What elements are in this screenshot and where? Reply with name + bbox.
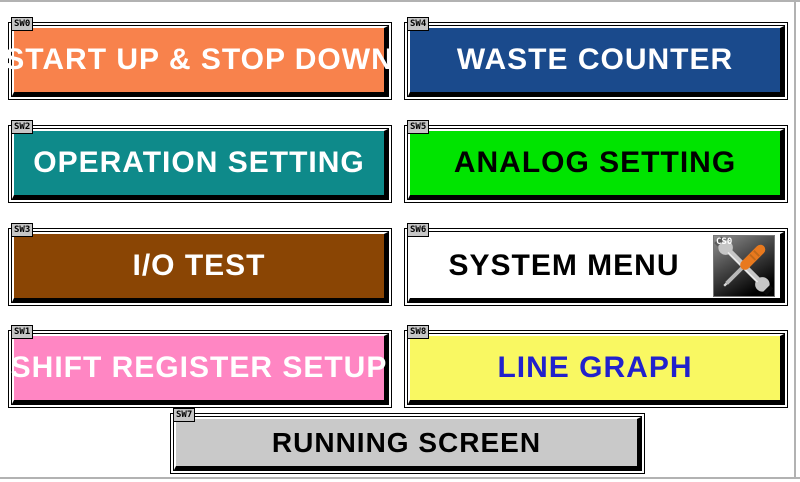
operation-setting-button[interactable]: SW2 OPERATION SETTING (8, 120, 392, 203)
switch-tag-sw1: SW1 (11, 325, 34, 339)
button-label: RUNNING SCREEN (271, 426, 542, 458)
icon-tag-cs0: CS0 (716, 237, 733, 247)
button-face: WASTE COUNTER (408, 26, 784, 96)
analog-setting-button[interactable]: SW5 ANALOG SETTING (404, 120, 788, 203)
button-label: LINE GRAPH (497, 351, 693, 384)
window-edge-top (0, 0, 800, 2)
switch-tag-sw0: SW0 (11, 17, 34, 31)
button-face: ANALOG SETTING (408, 129, 784, 199)
running-screen-button[interactable]: SW7 RUNNING SCREEN (170, 408, 645, 474)
button-border: RUNNING SCREEN (173, 416, 642, 471)
button-border: ANALOG SETTING (407, 128, 785, 200)
crossed-wrench-screwdriver-icon: CS0 (713, 235, 775, 297)
button-label: START UP & STOP DOWN (4, 43, 394, 76)
button-border: OPERATION SETTING (11, 128, 389, 200)
window-edge-right (794, 2, 796, 477)
window-edge-bottom (0, 477, 800, 479)
button-face: OPERATION SETTING (12, 129, 388, 199)
waste-counter-button[interactable]: SW4 WASTE COUNTER (404, 17, 788, 100)
button-border: START UP & STOP DOWN (4, 25, 393, 97)
switch-tag-sw7: SW7 (173, 408, 196, 422)
switch-tag-sw5: SW5 (407, 120, 430, 134)
button-border: SHIFT REGISTER SETUP (11, 333, 389, 405)
switch-tag-sw6: SW6 (407, 223, 430, 237)
io-test-button[interactable]: SW3 I/O TEST (8, 223, 392, 306)
switch-tag-sw2: SW2 (11, 120, 34, 134)
button-label: WASTE COUNTER (456, 43, 734, 76)
switch-tag-sw3: SW3 (11, 223, 34, 237)
button-label: ANALOG SETTING (453, 146, 737, 179)
shift-register-setup-button[interactable]: SW1 SHIFT REGISTER SETUP (8, 325, 392, 408)
button-face: SHIFT REGISTER SETUP (10, 334, 388, 404)
tools-icon-graphic (714, 236, 774, 296)
switch-tag-sw4: SW4 (407, 17, 430, 31)
button-border: SYSTEM MENU (407, 231, 785, 303)
button-face: I/O TEST (12, 232, 388, 302)
button-face: LINE GRAPH (408, 334, 784, 404)
switch-tag-sw8: SW8 (407, 325, 430, 339)
button-face: SYSTEM MENU (408, 232, 784, 302)
line-graph-button[interactable]: SW8 LINE GRAPH (404, 325, 788, 408)
button-label: I/O TEST (132, 249, 266, 282)
button-border: LINE GRAPH (407, 333, 785, 405)
button-label: SHIFT REGISTER SETUP (10, 351, 388, 384)
button-face: RUNNING SCREEN (174, 417, 641, 470)
button-label: OPERATION SETTING (33, 146, 365, 179)
button-border: WASTE COUNTER (407, 25, 785, 97)
button-border: I/O TEST (11, 231, 389, 303)
system-menu-button[interactable]: SW6 SYSTEM MENU (404, 223, 788, 306)
start-up-stop-down-button[interactable]: SW0 START UP & STOP DOWN (4, 17, 393, 100)
button-face: START UP & STOP DOWN (4, 26, 393, 96)
button-label: SYSTEM MENU (448, 249, 680, 282)
